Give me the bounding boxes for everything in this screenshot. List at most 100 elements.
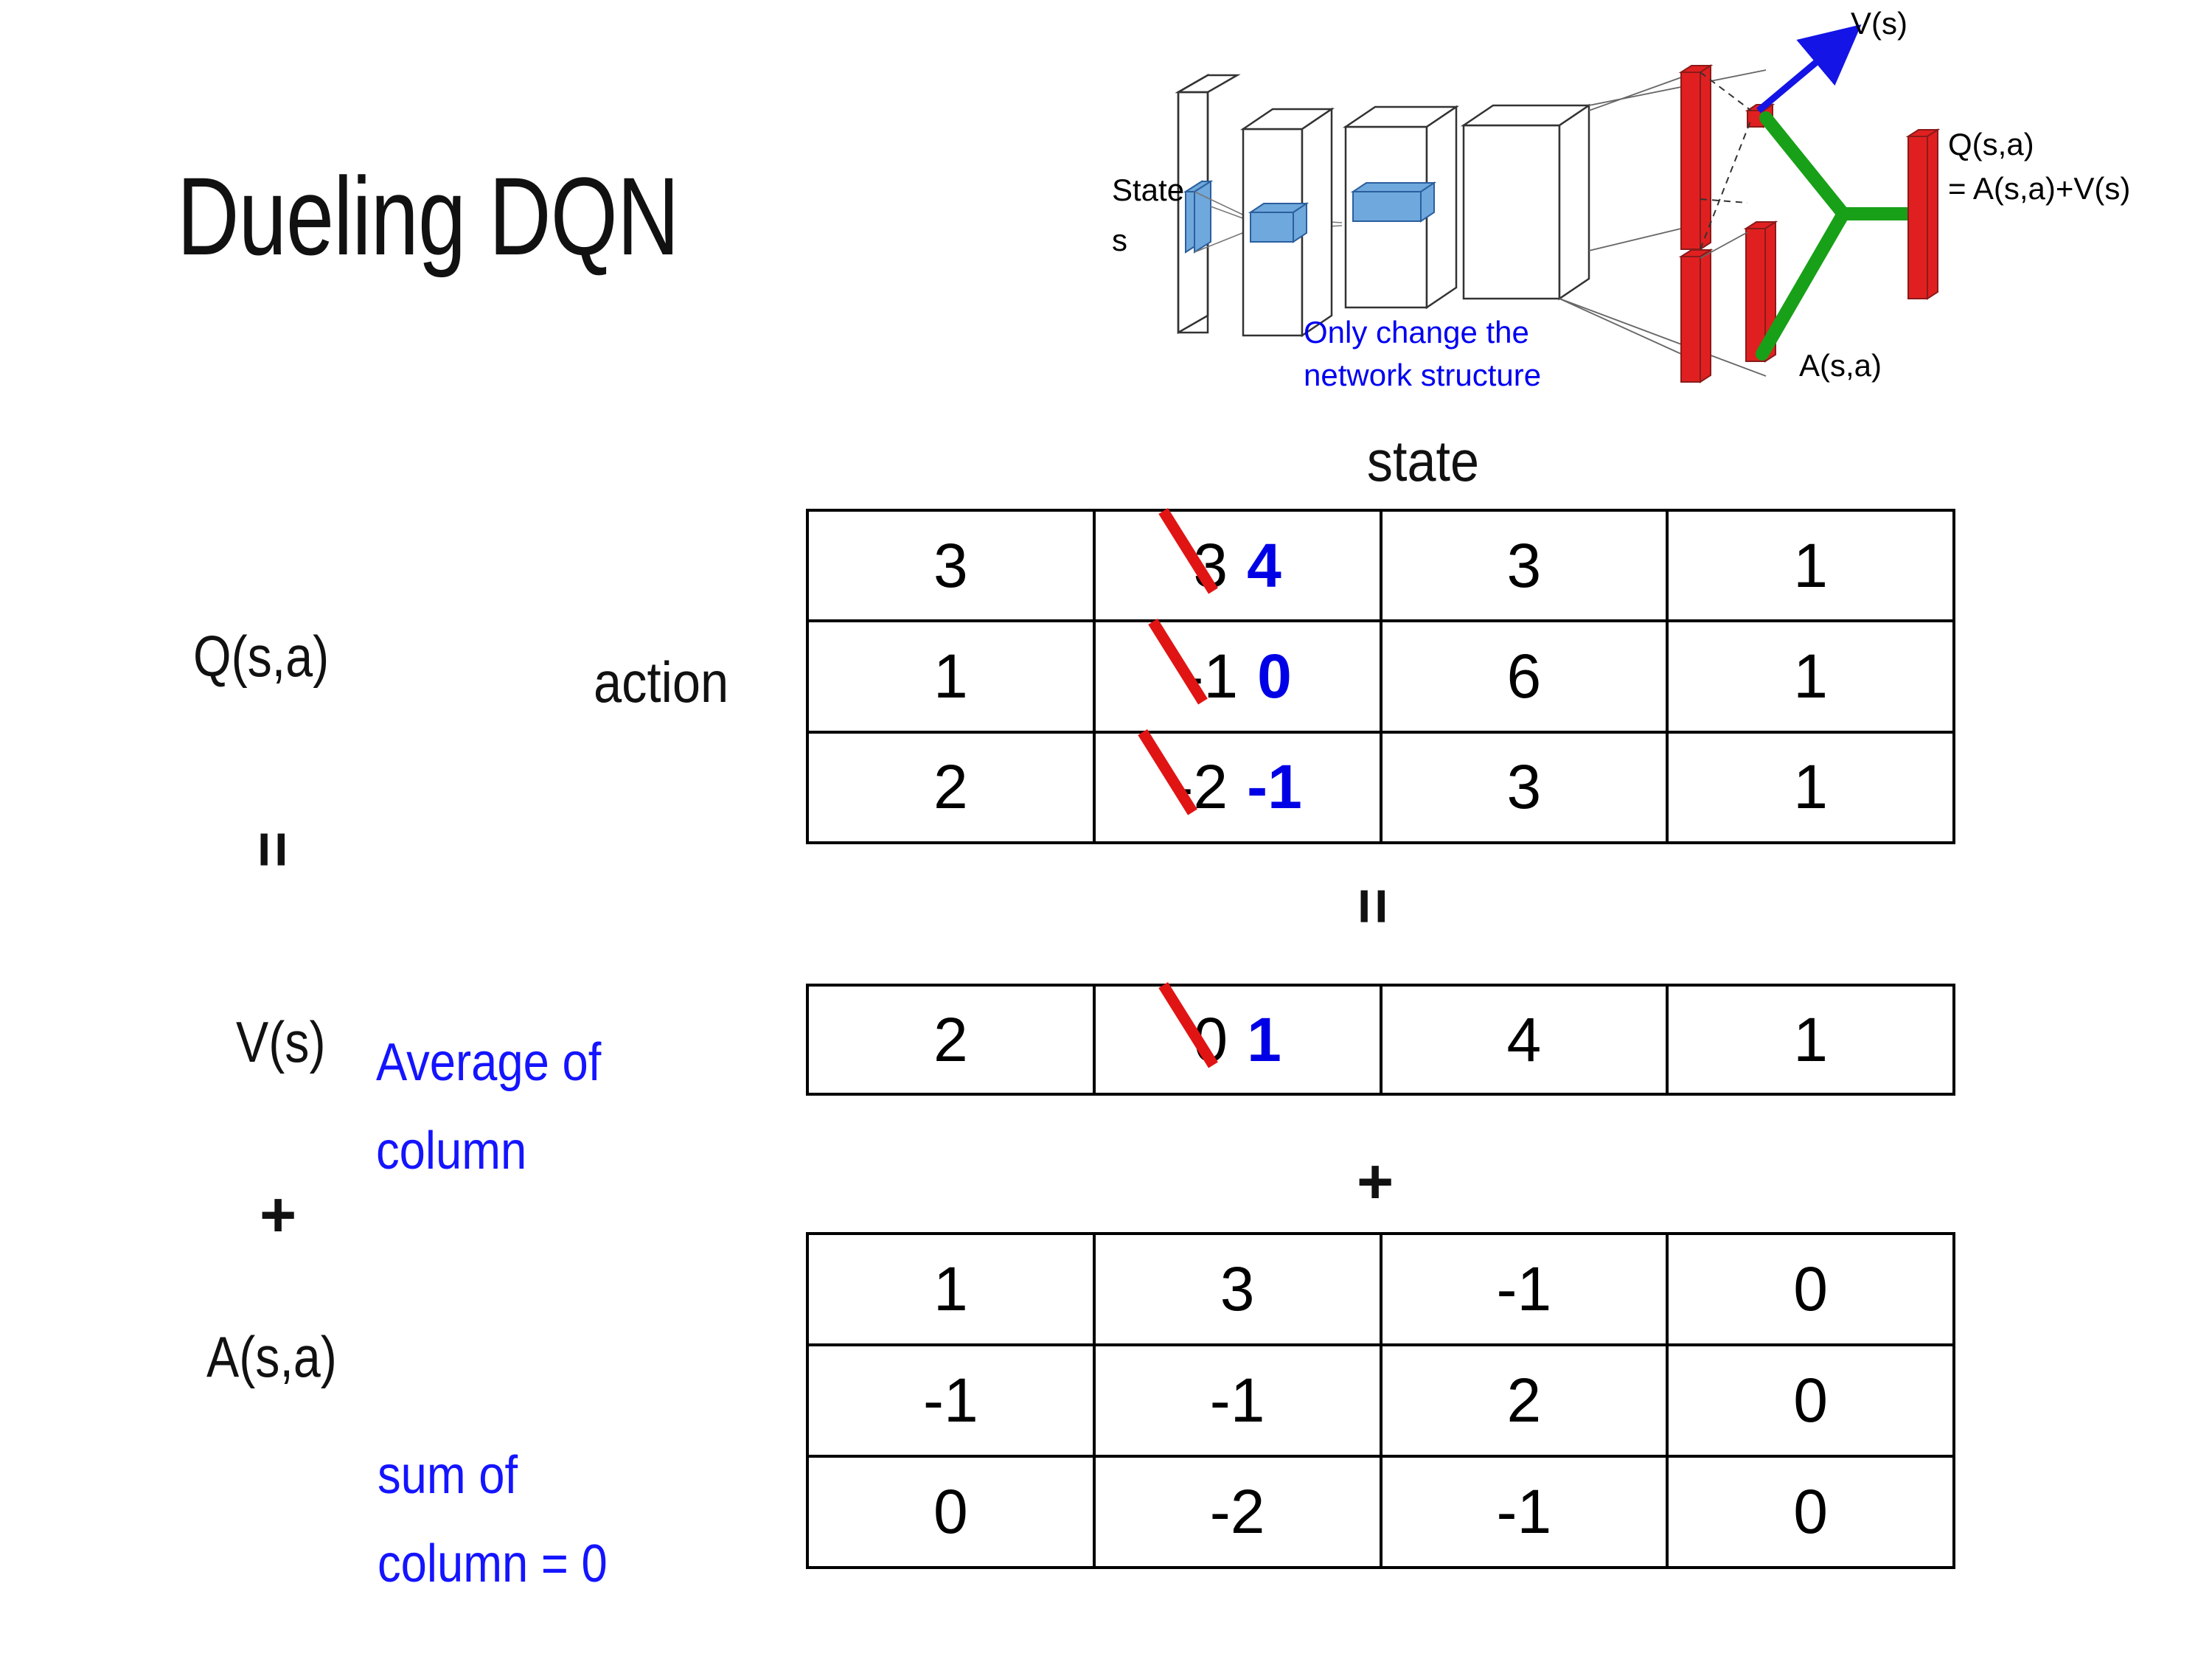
cell-value: 0	[1793, 1477, 1828, 1546]
cell-value: -2	[1209, 1477, 1265, 1546]
cell-new-value: -1	[1247, 752, 1302, 822]
cell-value: 3	[1220, 1254, 1255, 1324]
q-cell-r0c2[interactable]: 3	[1382, 512, 1669, 620]
cell-old-value: -2	[1172, 752, 1228, 822]
plus-sign-tables: +	[1357, 1147, 1394, 1217]
q-cell-r2c2[interactable]: 3	[1382, 733, 1669, 841]
q-cell-r1c2[interactable]: 6	[1382, 622, 1669, 731]
diagram-note-line2: network structure	[1304, 358, 1541, 392]
v-table: 2 0 1 4 1	[806, 984, 1955, 1096]
v-cell-c1[interactable]: 0 1	[1096, 987, 1382, 1093]
cell-value: 0	[933, 1477, 968, 1546]
diagram-state-label-line2: s	[1112, 223, 1127, 257]
cell-value: 0	[1793, 1366, 1828, 1435]
v-function-label: V(s)	[236, 1009, 326, 1074]
cell-value: -1	[1496, 1254, 1552, 1324]
diagram-state-label-line1: State	[1112, 173, 1184, 207]
a-cell-r1c0[interactable]: -1	[809, 1346, 1096, 1455]
a-cell-r0c3[interactable]: 0	[1669, 1235, 1952, 1343]
v-cell-c2[interactable]: 4	[1382, 987, 1669, 1093]
diagram-note-line1: Only change the	[1304, 315, 1529, 349]
cell-value: 2	[933, 1004, 968, 1074]
cell-value: 0	[1793, 1254, 1828, 1324]
input-patch-shape	[1183, 180, 1214, 254]
a-cell-r1c3[interactable]: 0	[1669, 1346, 1952, 1455]
cell-value: 1	[1793, 530, 1828, 600]
conv-block-3-shape	[1460, 103, 1593, 301]
q-table: 3 3 4 3 1 1 -1 0 6 1 2 -2 -1 3 1	[806, 509, 1955, 844]
a-function-label: A(s,a)	[206, 1324, 337, 1389]
cell-value: 1	[933, 1254, 968, 1324]
cell-value: 6	[1506, 641, 1542, 711]
q-function-label: Q(s,a)	[193, 624, 330, 689]
cell-value: 1	[1793, 752, 1828, 822]
q-cell-r0c0[interactable]: 3	[809, 512, 1096, 620]
table-row: 1 -1 0 6 1	[809, 622, 1952, 734]
table-row: 3 3 4 3 1	[809, 512, 1952, 623]
cell-value: 3	[933, 530, 968, 600]
conv-patch-2-shape	[1350, 181, 1437, 223]
advantage-output-bar	[1743, 220, 1778, 363]
cell-new-value: 1	[1247, 1004, 1281, 1074]
a-note-line1: sum of	[378, 1446, 518, 1505]
dueling-network-diagram: State s V(s) A(s,a) Q(s,a) = A(s,a)+V(s)…	[1099, 7, 2205, 406]
table-row: 1 3 -1 0	[809, 1235, 1952, 1346]
conv-patch-1-shape	[1248, 202, 1310, 243]
cell-value: 4	[1506, 1004, 1542, 1074]
cell-value: 3	[1506, 530, 1542, 600]
v-note-line2: column	[376, 1121, 527, 1180]
cell-value: 2	[1506, 1366, 1542, 1435]
a-cell-r1c2[interactable]: 2	[1382, 1346, 1669, 1455]
a-cell-r0c1[interactable]: 3	[1096, 1235, 1382, 1343]
a-cell-r1c1[interactable]: -1	[1096, 1346, 1382, 1455]
cell-value: 1	[1793, 1004, 1828, 1074]
cell-new-value: 0	[1257, 641, 1292, 711]
a-cell-r2c0[interactable]: 0	[809, 1458, 1096, 1566]
v-note-line1: Average of	[376, 1033, 602, 1092]
diagram-q-output-label-line1: Q(s,a)	[1948, 127, 2034, 161]
cell-value: -1	[1496, 1477, 1552, 1546]
diagram-advantage-output-label: A(s,a)	[1799, 348, 1882, 383]
q-cell-r2c0[interactable]: 2	[809, 733, 1096, 841]
value-arrow-icon	[1756, 24, 1862, 114]
a-note-line2: column = 0	[378, 1534, 608, 1593]
cell-value: -1	[1209, 1366, 1265, 1435]
cell-new-value: 4	[1247, 530, 1281, 600]
a-cell-r2c2[interactable]: -1	[1382, 1458, 1669, 1566]
action-axis-label: action	[594, 650, 729, 714]
a-table: 1 3 -1 0 -1 -1 2 0 0 -2 -1 0	[806, 1232, 1955, 1569]
a-cell-r0c2[interactable]: -1	[1382, 1235, 1669, 1343]
plus-sign-left: +	[260, 1180, 297, 1251]
table-row: -1 -1 2 0	[809, 1346, 1952, 1458]
advantage-stream-bar	[1678, 248, 1714, 383]
cell-value: 1	[1793, 641, 1828, 711]
equals-sign-tables: =	[1338, 887, 1409, 924]
equals-sign-q: =	[237, 830, 309, 867]
table-row: 0 -2 -1 0	[809, 1458, 1952, 1566]
v-cell-c3[interactable]: 1	[1669, 987, 1952, 1093]
a-cell-r2c1[interactable]: -2	[1096, 1458, 1382, 1566]
state-axis-label: state	[1366, 428, 1480, 493]
v-cell-c0[interactable]: 2	[809, 987, 1096, 1093]
cell-value: 3	[1506, 752, 1542, 822]
q-cell-r1c3[interactable]: 1	[1669, 622, 1952, 730]
q-output-bar	[1905, 128, 1941, 300]
cell-value: -1	[923, 1366, 978, 1435]
table-row: 2 0 1 4 1	[809, 987, 1952, 1093]
a-cell-r2c3[interactable]: 0	[1669, 1458, 1952, 1566]
q-cell-r2c3[interactable]: 1	[1669, 734, 1952, 841]
q-cell-r0c3[interactable]: 1	[1669, 512, 1952, 619]
cell-old-value: 0	[1193, 1004, 1228, 1074]
cell-value: 1	[933, 641, 968, 711]
diagram-value-output-label: V(s)	[1851, 7, 1907, 41]
q-cell-r1c1[interactable]: -1 0	[1096, 622, 1382, 731]
cell-old-value: -1	[1183, 641, 1239, 711]
a-cell-r0c0[interactable]: 1	[809, 1235, 1096, 1343]
table-row: 2 -2 -1 3 1	[809, 733, 1952, 841]
cell-old-value: 3	[1193, 530, 1228, 600]
page-title: Dueling DQN	[177, 154, 679, 278]
q-cell-r2c1[interactable]: -2 -1	[1096, 733, 1382, 841]
combine-connector	[1756, 111, 1920, 361]
q-cell-r1c0[interactable]: 1	[809, 622, 1096, 731]
q-cell-r0c1[interactable]: 3 4	[1096, 512, 1382, 620]
